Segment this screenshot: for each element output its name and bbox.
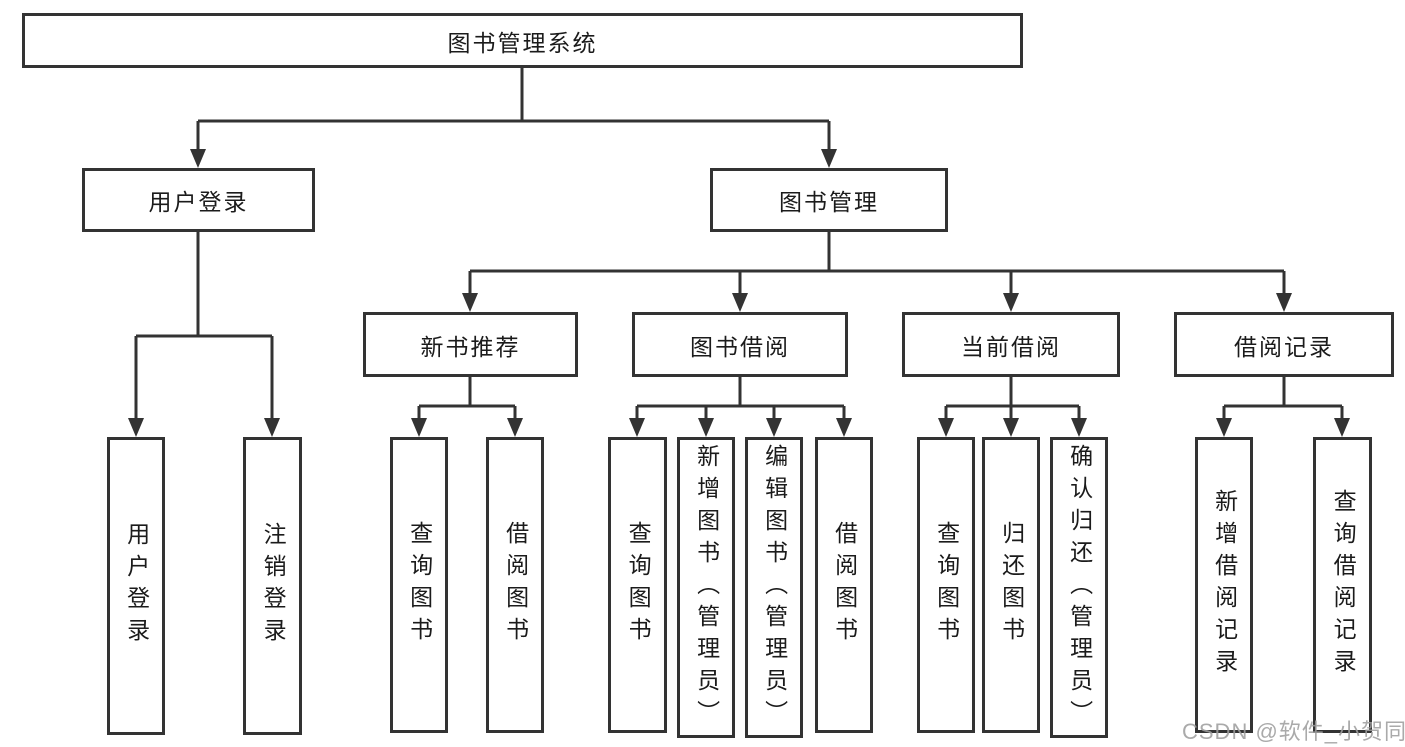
node-current-borrowing: 当前借阅: [902, 312, 1120, 377]
arrowhead-down-icon: [836, 418, 852, 437]
leaf-logout: 注销登录: [243, 437, 302, 735]
node-new-book-recommendation: 新书推荐: [363, 312, 578, 377]
leaf-borrow-books-recommend: 借阅图书: [486, 437, 544, 733]
node-user-login: 用户登录: [82, 168, 315, 232]
leaf-return-books: 归还图书: [982, 437, 1040, 733]
node-borrowing-records: 借阅记录: [1174, 312, 1394, 377]
leaf-query-books-recommend: 查询图书: [390, 437, 448, 733]
arrowhead-down-icon: [698, 418, 714, 437]
arrowhead-down-icon: [732, 293, 748, 312]
node-book-management: 图书管理: [710, 168, 948, 232]
node-book-borrowing: 图书借阅: [632, 312, 848, 377]
arrowhead-down-icon: [190, 149, 206, 168]
leaf-add-books-admin: 新增图书（管理员）: [677, 437, 735, 738]
leaf-borrow-books: 借阅图书: [815, 437, 873, 733]
arrowhead-down-icon: [766, 418, 782, 437]
arrowhead-down-icon: [1003, 418, 1019, 437]
leaf-query-borrow-record: 查询借阅记录: [1313, 437, 1372, 733]
arrowhead-down-icon: [821, 149, 837, 168]
arrowhead-down-icon: [1003, 293, 1019, 312]
arrowhead-down-icon: [128, 418, 144, 437]
leaf-edit-books-admin: 编辑图书（管理员）: [745, 437, 803, 738]
arrowhead-down-icon: [938, 418, 954, 437]
leaf-add-borrow-record: 新增借阅记录: [1195, 437, 1253, 733]
watermark-csdn: CSDN @软件_小贺同学: [1182, 719, 1405, 744]
arrowhead-down-icon: [1071, 418, 1087, 437]
node-library-management-system: 图书管理系统: [22, 13, 1023, 68]
arrowhead-down-icon: [264, 418, 280, 437]
leaf-query-books-borrow: 查询图书: [608, 437, 667, 733]
arrowhead-down-icon: [462, 293, 478, 312]
leaf-confirm-return-admin: 确认归还（管理员）: [1050, 437, 1108, 738]
arrowhead-down-icon: [1334, 418, 1350, 437]
leaf-user-login: 用户登录: [107, 437, 165, 735]
arrowhead-down-icon: [1216, 418, 1232, 437]
arrowhead-down-icon: [1276, 293, 1292, 312]
leaf-query-books-current: 查询图书: [917, 437, 975, 733]
arrowhead-down-icon: [507, 418, 523, 437]
arrowhead-down-icon: [629, 418, 645, 437]
arrowhead-down-icon: [411, 418, 427, 437]
